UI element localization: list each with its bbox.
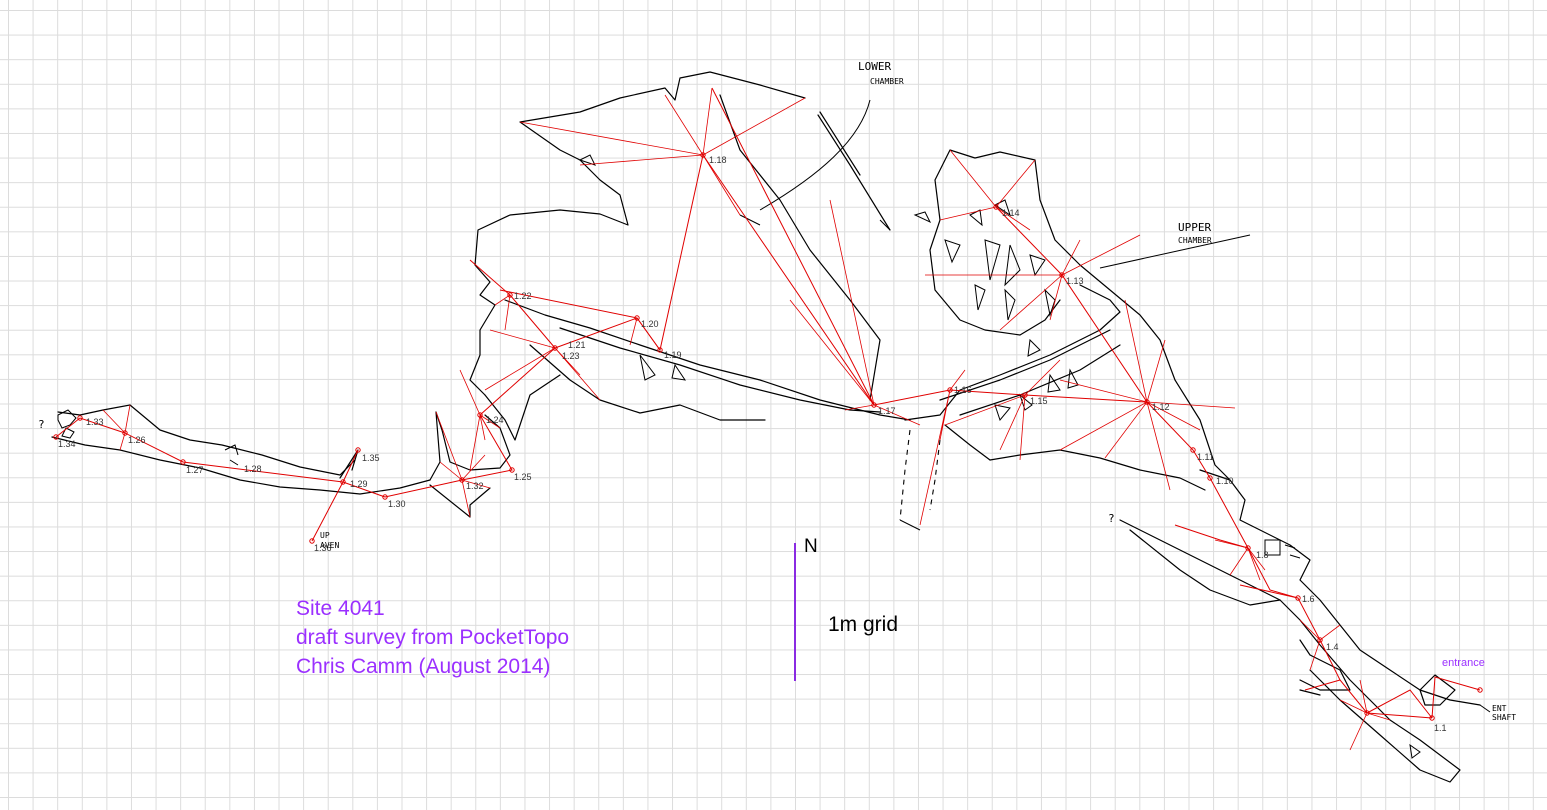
survey-subtitle: draft survey from PocketTopo — [296, 626, 570, 649]
ent-shaft-label: ENT — [1492, 704, 1507, 713]
station-label: 1.26 — [128, 435, 146, 445]
station-label: 1.16 — [954, 385, 972, 395]
unknown-continuation-east: ? — [1108, 512, 1115, 525]
north-label: N — [804, 536, 818, 557]
station-label: 1.4 — [1326, 642, 1339, 652]
up-aven-label-2: AVEN — [320, 541, 339, 550]
station-labels: 1.1 1.4 1.6 1.8 1.10 1.11 1.12 1.13 1.14… — [58, 155, 1447, 733]
upper-chamber-leader — [1099, 234, 1251, 269]
station-label: 1.29 — [350, 479, 368, 489]
ent-shaft-leader — [1479, 704, 1491, 713]
cave-walls — [51, 71, 1481, 783]
upper-chamber-label: UPPER — [1178, 221, 1211, 234]
station-label: 1.15 — [1030, 396, 1048, 406]
station-label: 1.30 — [388, 499, 406, 509]
station-label: 1.19 — [664, 350, 682, 360]
survey-title-block: Site 4041 draft survey from PocketTopo C… — [296, 594, 569, 681]
unknown-continuation-west: ? — [38, 418, 45, 431]
station-label: 1.1 — [1434, 723, 1447, 733]
station-label: 1.6 — [1302, 594, 1315, 604]
lower-chamber-label-2: CHAMBER — [870, 77, 904, 86]
station-label: 1.12 — [1152, 402, 1170, 412]
station-label: 1.35 — [362, 453, 380, 463]
entrance-label: entrance — [1442, 657, 1485, 669]
station-label: 1.13 — [1066, 276, 1084, 286]
station-label: 1.27 — [186, 465, 204, 475]
station-label: 1.23 — [562, 351, 580, 361]
station-label: 1.28 — [244, 464, 262, 474]
station-label: 1.34 — [58, 439, 76, 449]
grid-scale-label: 1m grid — [828, 613, 899, 636]
site-name: Site 4041 — [296, 597, 385, 620]
station-label: 1.22 — [514, 291, 532, 301]
station-label: 1.33 — [86, 417, 104, 427]
station-label: 1.25 — [514, 472, 532, 482]
lower-chamber-label: LOWER — [858, 60, 891, 73]
survey-stations — [53, 152, 1483, 721]
station-label: 1.11 — [1197, 452, 1214, 462]
survey-author: Chris Camm (August 2014) — [296, 655, 551, 678]
up-aven-label: UP — [320, 531, 330, 540]
ent-shaft-label-2: SHAFT — [1492, 713, 1516, 722]
station-label: 1.20 — [641, 319, 659, 329]
station-label: 1.8 — [1256, 550, 1269, 560]
survey-splays — [102, 87, 1391, 751]
station-label: 1.36 — [314, 543, 332, 553]
station-label: 1.14 — [1002, 208, 1020, 218]
north-arrow-line — [794, 543, 796, 681]
survey-legs — [55, 87, 1481, 719]
station-label: 1.10 — [1216, 476, 1234, 486]
upper-chamber-label-2: CHAMBER — [1178, 236, 1212, 245]
station-label: 1.32 — [466, 481, 484, 491]
station-label: 1.21 — [568, 340, 586, 350]
station-label: 1.17 — [878, 406, 896, 416]
station-label: 1.24 — [486, 415, 504, 425]
hand-annotations: LOWER CHAMBER UPPER CHAMBER UP AVEN ENT … — [38, 60, 1516, 722]
station-label: 1.18 — [709, 155, 727, 165]
